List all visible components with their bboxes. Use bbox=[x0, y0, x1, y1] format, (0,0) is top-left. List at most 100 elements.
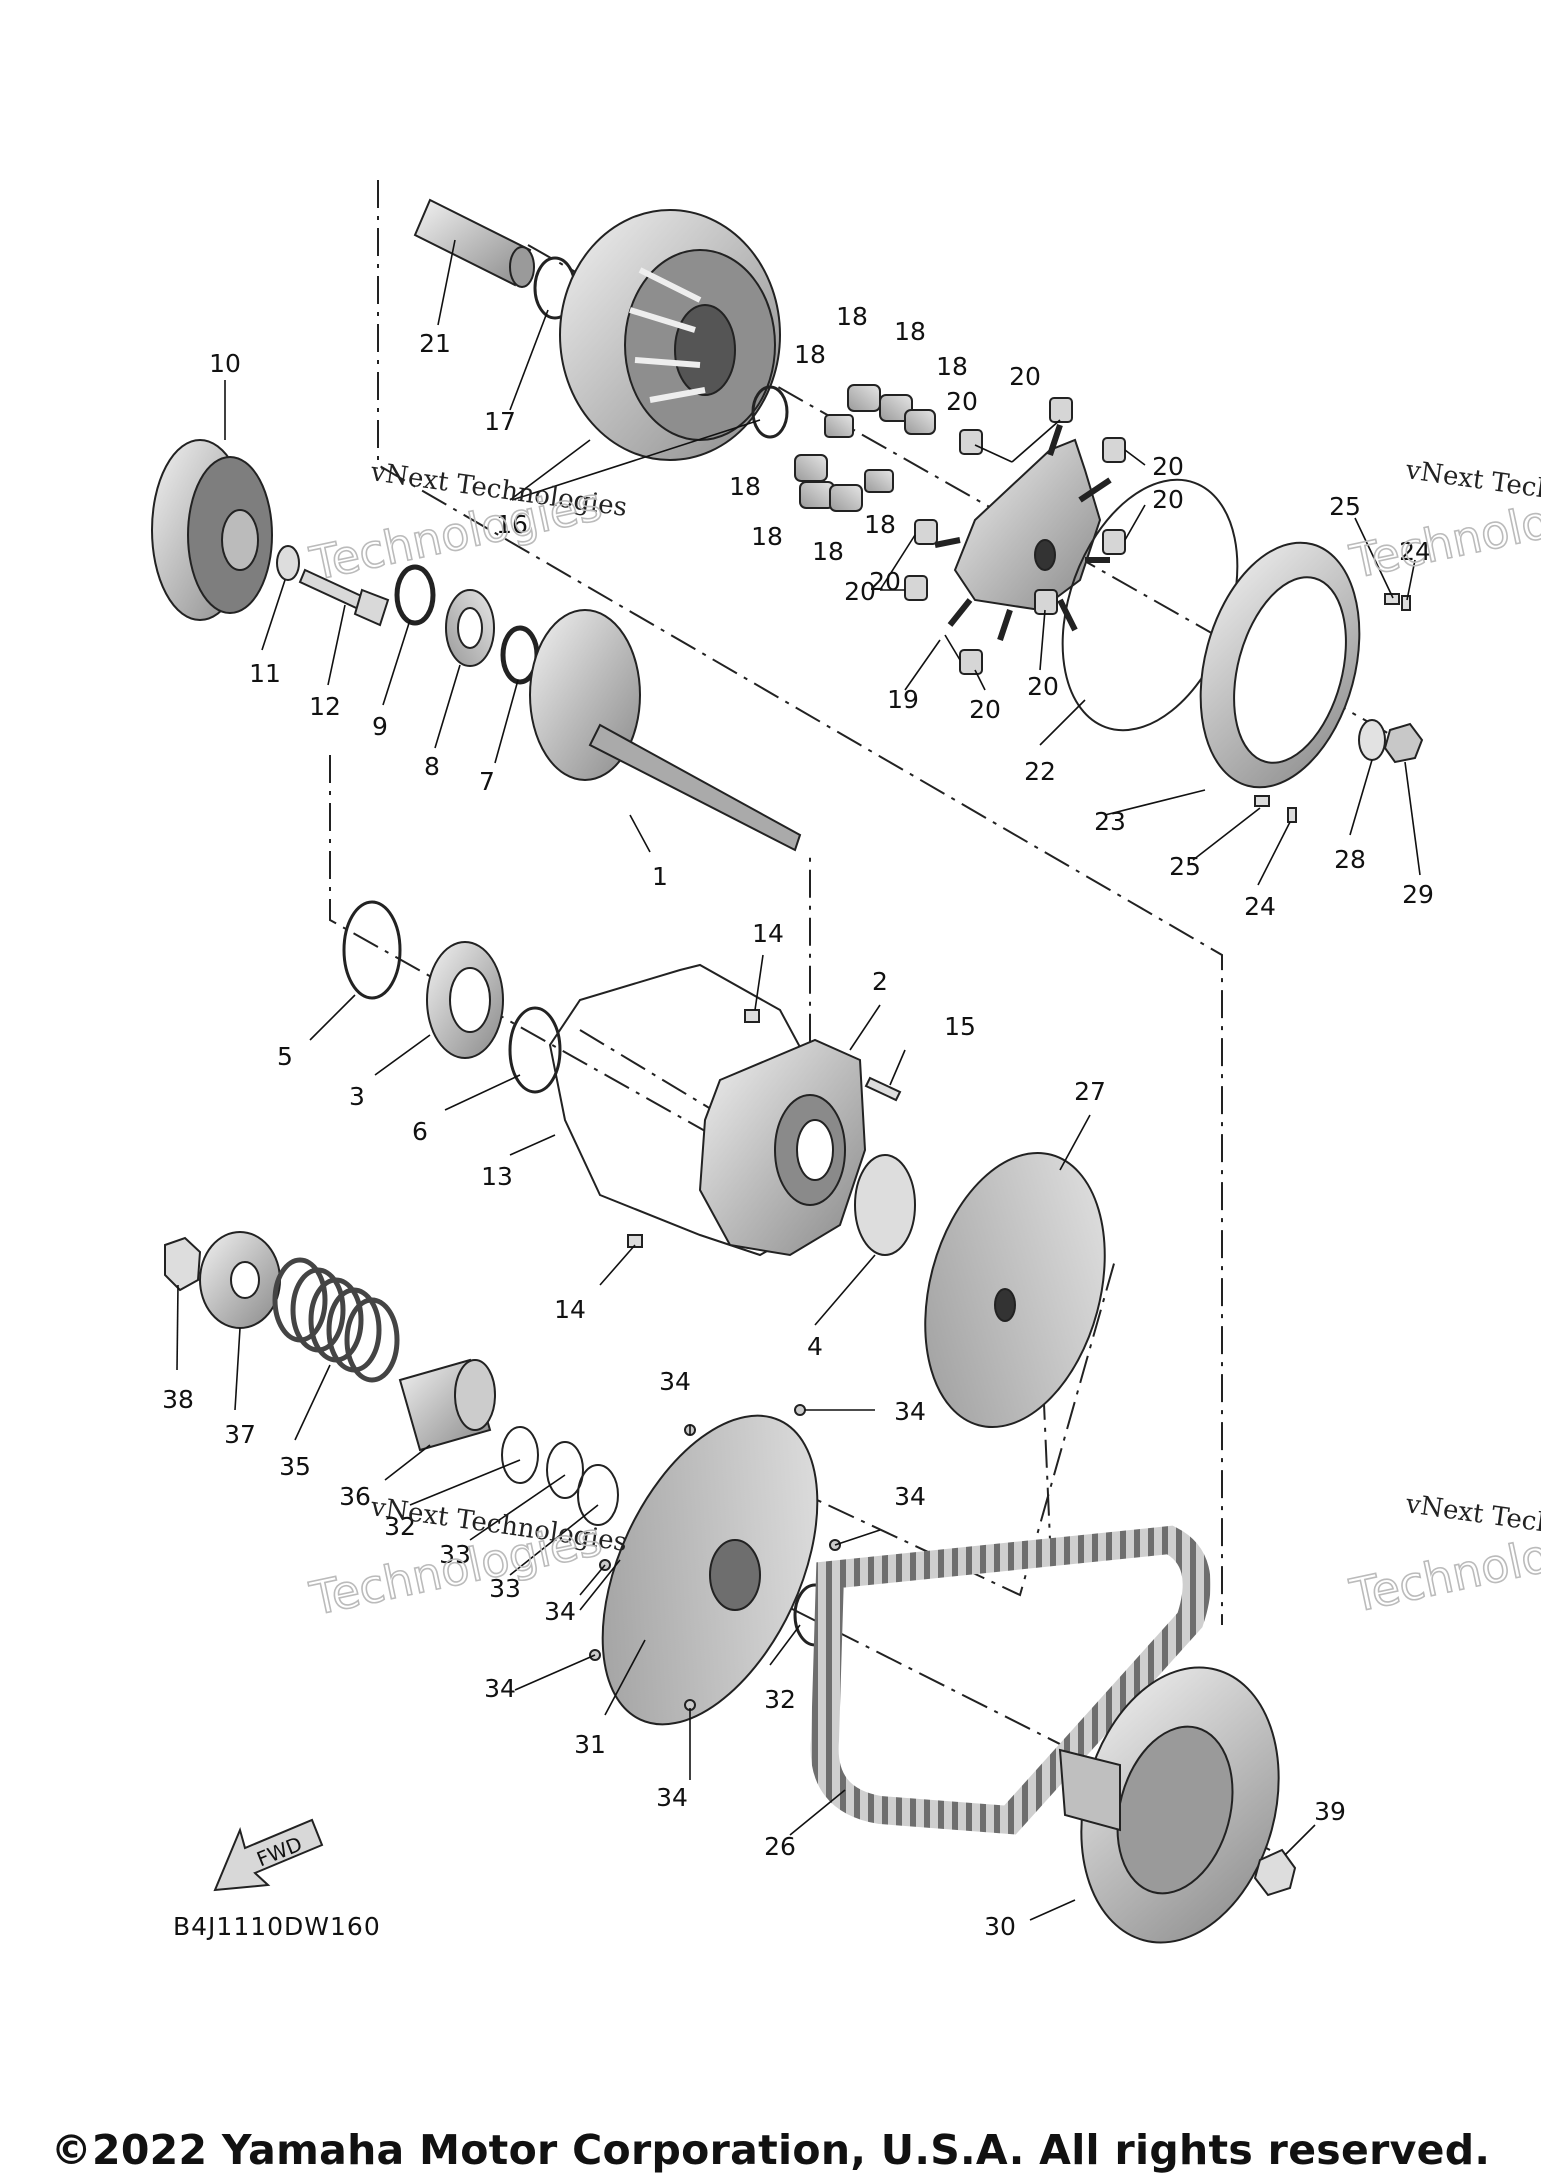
callout-20g: 20 bbox=[969, 695, 1001, 724]
callout-20b: 20 bbox=[946, 387, 978, 416]
callout-7: 7 bbox=[479, 767, 495, 796]
part-16-primary-sheave bbox=[559, 209, 781, 461]
leader-lines bbox=[176, 239, 1421, 1921]
part-36-collar bbox=[398, 1358, 496, 1452]
callout-16: 16 bbox=[496, 510, 528, 539]
callout-33b: 33 bbox=[489, 1574, 521, 1603]
part-8-bearing bbox=[445, 589, 495, 667]
callout-18h: 18 bbox=[812, 537, 844, 566]
callout-6: 6 bbox=[412, 1117, 428, 1146]
callout-1: 1 bbox=[652, 862, 668, 891]
callout-34a: 34 bbox=[659, 1367, 691, 1396]
callout-14b: 14 bbox=[554, 1295, 586, 1324]
callout-33a: 33 bbox=[439, 1540, 471, 1569]
part-24-25-screws bbox=[1254, 593, 1411, 823]
part-23-cover-plate bbox=[1199, 541, 1361, 789]
part-11-washer bbox=[276, 545, 300, 581]
callout-3: 3 bbox=[349, 1082, 365, 1111]
part-6-circlip bbox=[508, 1006, 562, 1094]
fwd-arrow-icon: FWD bbox=[213, 1818, 324, 1892]
part-3-bearing bbox=[426, 941, 504, 1059]
callout-5: 5 bbox=[277, 1042, 293, 1071]
callout-10: 10 bbox=[209, 349, 241, 378]
callout-23: 23 bbox=[1094, 807, 1126, 836]
callout-25a: 25 bbox=[1329, 492, 1361, 521]
callout-20d: 20 bbox=[1152, 485, 1184, 514]
part-39-nut bbox=[1253, 1848, 1297, 1897]
part-35-spring bbox=[272, 1257, 400, 1383]
callout-18d: 18 bbox=[936, 352, 968, 381]
callout-14a: 14 bbox=[752, 919, 784, 948]
callout-32b: 32 bbox=[764, 1685, 796, 1714]
part-2-cover bbox=[698, 1038, 867, 1257]
callout-36: 36 bbox=[339, 1482, 371, 1511]
callout-20c: 20 bbox=[1152, 452, 1184, 481]
callout-37: 37 bbox=[224, 1420, 256, 1449]
callout-17: 17 bbox=[484, 407, 516, 436]
part-20-sliders bbox=[904, 397, 1126, 675]
callout-18f: 18 bbox=[864, 510, 896, 539]
callout-34f: 34 bbox=[656, 1783, 688, 1812]
callout-8: 8 bbox=[424, 752, 440, 781]
callout-39: 39 bbox=[1314, 1797, 1346, 1826]
callout-13: 13 bbox=[481, 1162, 513, 1191]
callout-34e: 34 bbox=[484, 1674, 516, 1703]
part-28-washer bbox=[1358, 719, 1386, 761]
callout-24a: 24 bbox=[1399, 537, 1431, 566]
callout-25b: 25 bbox=[1169, 852, 1201, 881]
callout-28: 28 bbox=[1334, 845, 1366, 874]
callout-18c: 18 bbox=[794, 340, 826, 369]
callout-12: 12 bbox=[309, 692, 341, 721]
part-33-ring-a bbox=[546, 1441, 584, 1499]
diagram-code: B4J1110DW160 bbox=[173, 1912, 381, 1941]
part-1-clutch-shaft bbox=[529, 609, 802, 852]
callout-18a: 18 bbox=[836, 302, 868, 331]
part-9-shim bbox=[394, 564, 436, 626]
part-32-ring-a bbox=[501, 1426, 539, 1484]
callout-27: 27 bbox=[1074, 1077, 1106, 1106]
part-10-clutch-housing bbox=[151, 439, 273, 621]
callout-2: 2 bbox=[872, 967, 888, 996]
part-12-bolt bbox=[298, 568, 390, 627]
copyright-notice: ©2022 Yamaha Motor Corporation, U.S.A. A… bbox=[50, 2126, 1491, 2174]
part-13-gasket bbox=[548, 963, 822, 1257]
part-29-nut bbox=[1383, 722, 1424, 764]
callout-18e: 18 bbox=[729, 472, 761, 501]
callout-38: 38 bbox=[162, 1385, 194, 1414]
fwd-label: FWD bbox=[253, 1832, 305, 1872]
part-26-drive-belt bbox=[810, 1525, 1211, 1835]
part-19-cam-plate bbox=[934, 424, 1112, 641]
part-38-nut bbox=[164, 1236, 202, 1292]
callout-34c: 34 bbox=[894, 1482, 926, 1511]
callout-29: 29 bbox=[1402, 880, 1434, 909]
callout-35: 35 bbox=[279, 1452, 311, 1481]
callout-21: 21 bbox=[419, 329, 451, 358]
callout-18b: 18 bbox=[894, 317, 926, 346]
callout-11: 11 bbox=[249, 659, 281, 688]
part-30-secondary-pulley bbox=[1058, 1666, 1280, 1944]
callout-24b: 24 bbox=[1244, 892, 1276, 921]
callout-9: 9 bbox=[372, 712, 388, 741]
callout-32a: 32 bbox=[384, 1512, 416, 1541]
callout-19: 19 bbox=[887, 685, 919, 714]
part-4-washer bbox=[854, 1154, 916, 1256]
part-17-ring-b bbox=[751, 385, 789, 439]
callout-18g: 18 bbox=[751, 522, 783, 551]
callout-20e: 20 bbox=[869, 567, 901, 596]
part-18-rollers bbox=[794, 384, 936, 512]
callout-20a: 20 bbox=[1009, 362, 1041, 391]
part-31-secondary-sheave bbox=[601, 1414, 819, 1726]
part-37-seat bbox=[199, 1231, 281, 1329]
callout-30: 30 bbox=[984, 1912, 1016, 1941]
callout-4: 4 bbox=[807, 1332, 823, 1361]
callout-34d: 34 bbox=[544, 1597, 576, 1626]
part-5-circlip bbox=[342, 900, 402, 1000]
callout-20f: 20 bbox=[844, 577, 876, 606]
part-27-sheave bbox=[924, 1151, 1106, 1429]
callout-34b: 34 bbox=[894, 1397, 926, 1426]
callout-numbers: 1 2 3 4 5 6 7 8 9 10 11 12 13 14 14 15 1… bbox=[162, 302, 1434, 1941]
part-33-ring-b bbox=[577, 1464, 619, 1526]
part-14-15-dowels-bolt bbox=[627, 1009, 902, 1248]
callout-22: 22 bbox=[1024, 757, 1056, 786]
part-21-sleeve bbox=[413, 198, 535, 288]
